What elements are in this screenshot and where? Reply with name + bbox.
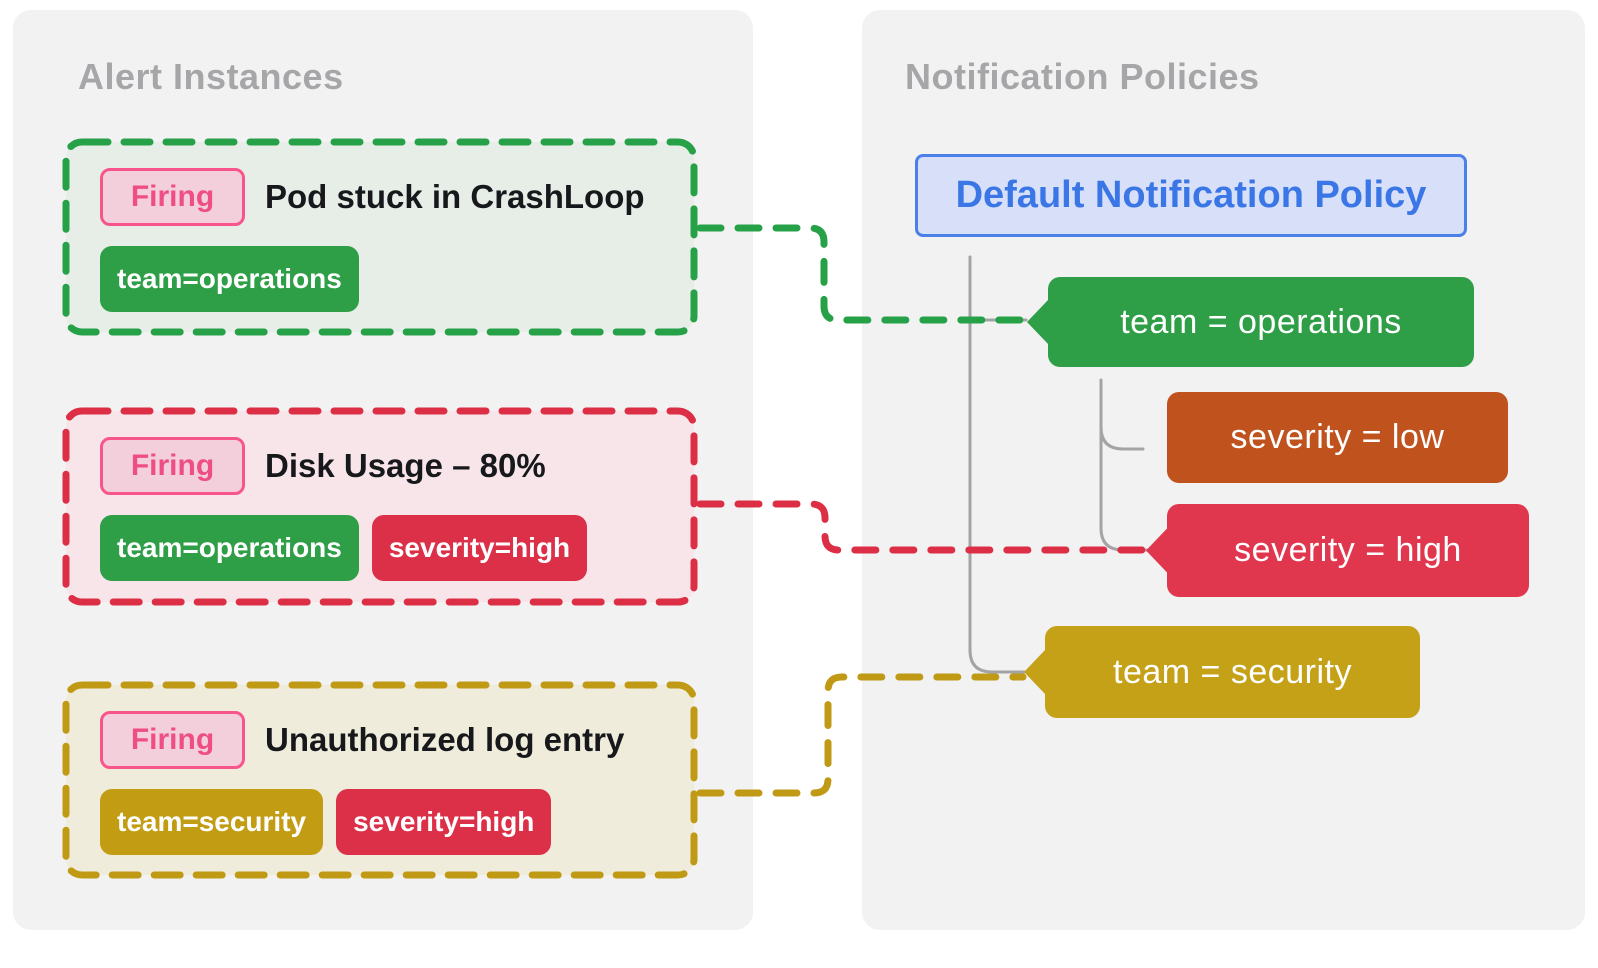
alert-title: Unauthorized log entry [265,721,625,758]
alert-instances-title: Alert Instances [78,56,344,97]
default-notification-policy: Default Notification Policy [915,154,1467,237]
label-chip: team=security [100,789,324,855]
policy-node-team-security: team = security [1024,626,1420,718]
alert-card-crashloop: Firing Pod stuck in CrashLoop team=opera… [62,138,698,336]
firing-badge: Firing [100,437,245,495]
policy-node-label: team = operations [1120,302,1402,341]
default-policy-label: Default Notification Policy [955,174,1427,216]
label-chip: severity=high [371,515,588,581]
notification-policies-title: Notification Policies [905,56,1260,97]
label-chip: team=operations [100,515,359,581]
label-chip: team=operations [100,246,359,312]
firing-badge: Firing [100,711,245,769]
policy-node-label: team = security [1113,652,1352,691]
policy-node-label: severity = high [1234,531,1462,569]
policy-node-severity-low: severity = low [1167,392,1508,483]
firing-badge: Firing [100,168,245,226]
alert-card-unauthorized-log: Firing Unauthorized log entry team=secur… [62,681,698,879]
policy-node-team-operations: team = operations [1027,277,1474,367]
alert-title: Pod stuck in CrashLoop [265,178,645,215]
alert-card-disk-usage: Firing Disk Usage – 80% team=operations … [62,407,698,606]
label-chip: severity=high [336,789,552,855]
policy-node-severity-high: severity = high [1146,504,1529,597]
firing-badge-label: Firing [130,723,215,756]
alert-title: Disk Usage – 80% [265,447,546,484]
firing-badge-label: Firing [130,180,215,213]
firing-badge-label: Firing [130,449,215,482]
policy-node-label: severity = low [1230,418,1445,456]
